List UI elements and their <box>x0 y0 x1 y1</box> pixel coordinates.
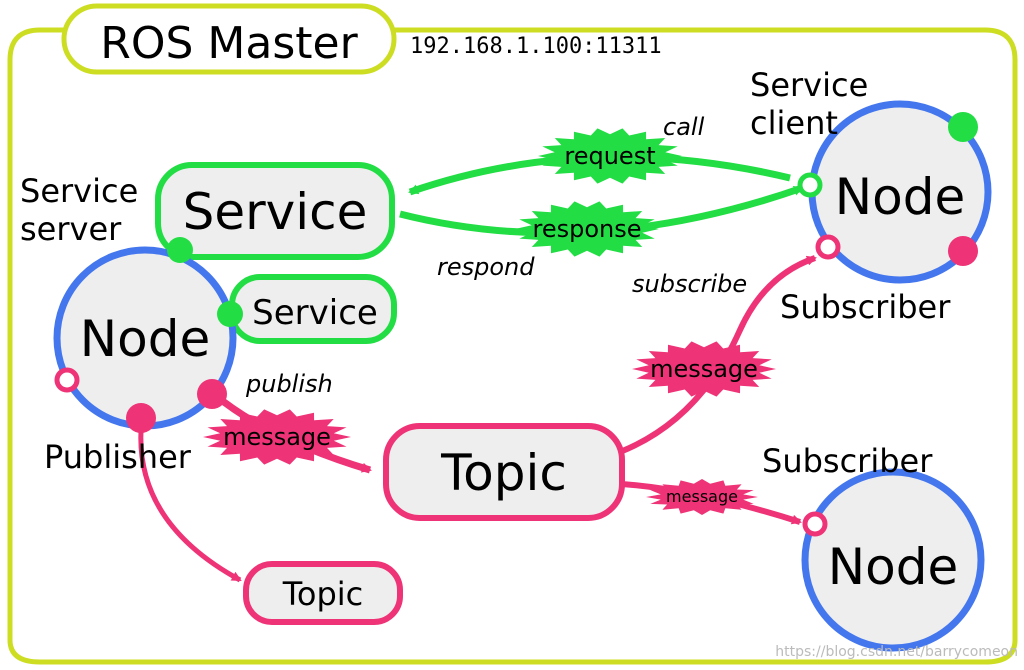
burst-request <box>538 128 682 184</box>
burst-message-sub-bottom-label: message <box>666 487 738 506</box>
action-respond: respond <box>437 253 535 281</box>
node-left-label: Node <box>80 310 211 368</box>
port-right-pink <box>948 236 978 266</box>
port-left-open <box>54 367 80 393</box>
service-main-label: Service <box>183 183 368 241</box>
topic-small-box[interactable] <box>243 561 403 625</box>
service-server-line1: Service <box>20 172 138 210</box>
service-main-box[interactable] <box>155 162 395 260</box>
publisher-topic-arrow <box>138 417 242 583</box>
port-client-green <box>948 112 978 142</box>
burst-message-sub-top-label: message <box>650 355 758 383</box>
service-small-label: Service <box>252 293 378 333</box>
port-publisher <box>126 403 156 433</box>
subscriber-bottom-label: Subscriber <box>762 442 933 480</box>
burst-response-label: response <box>532 215 641 243</box>
node-right-top-label: Node <box>835 168 966 226</box>
master-title: ROS Master <box>100 18 358 69</box>
port-publish <box>197 379 227 409</box>
action-call: call <box>663 113 705 141</box>
action-subscribe: subscribe <box>632 270 747 298</box>
node-right-bottom-label: Node <box>828 538 959 596</box>
publisher-label: Publisher <box>44 438 192 476</box>
master-frame <box>7 27 1018 665</box>
burst-message-pub-label: message <box>223 423 331 451</box>
burst-message-sub-top <box>632 341 776 397</box>
port-bottom-open <box>802 511 828 537</box>
subscriber-top-label: Subscriber <box>780 288 951 326</box>
burst-message-sub-bottom <box>646 479 758 515</box>
burst-request-label: request <box>564 142 655 170</box>
watermark: https://blog.csdn.net/barrycomeon <box>775 644 1018 660</box>
port-service-small <box>217 301 243 327</box>
topic-main-box[interactable] <box>383 423 625 521</box>
subscribe-arrow-top <box>618 255 817 455</box>
burst-message-pub <box>203 409 351 465</box>
port-subscriber-open <box>815 234 841 260</box>
topic-small-label: Topic <box>282 575 363 613</box>
port-service-main <box>167 237 193 263</box>
node-right-bottom[interactable] <box>801 468 985 652</box>
master-address: 192.168.1.100:11311 <box>410 34 662 59</box>
service-client-line2: client <box>750 104 838 142</box>
topic-main-label: Topic <box>440 444 567 502</box>
action-publish: publish <box>245 370 333 398</box>
service-server-line2: server <box>20 210 122 248</box>
service-client-label: Service client <box>750 66 878 142</box>
master-title-box <box>61 3 397 75</box>
port-client-open <box>797 172 823 198</box>
service-client-line1: Service <box>750 66 868 104</box>
service-server-label: Service server <box>20 172 148 248</box>
burst-response <box>515 201 659 257</box>
